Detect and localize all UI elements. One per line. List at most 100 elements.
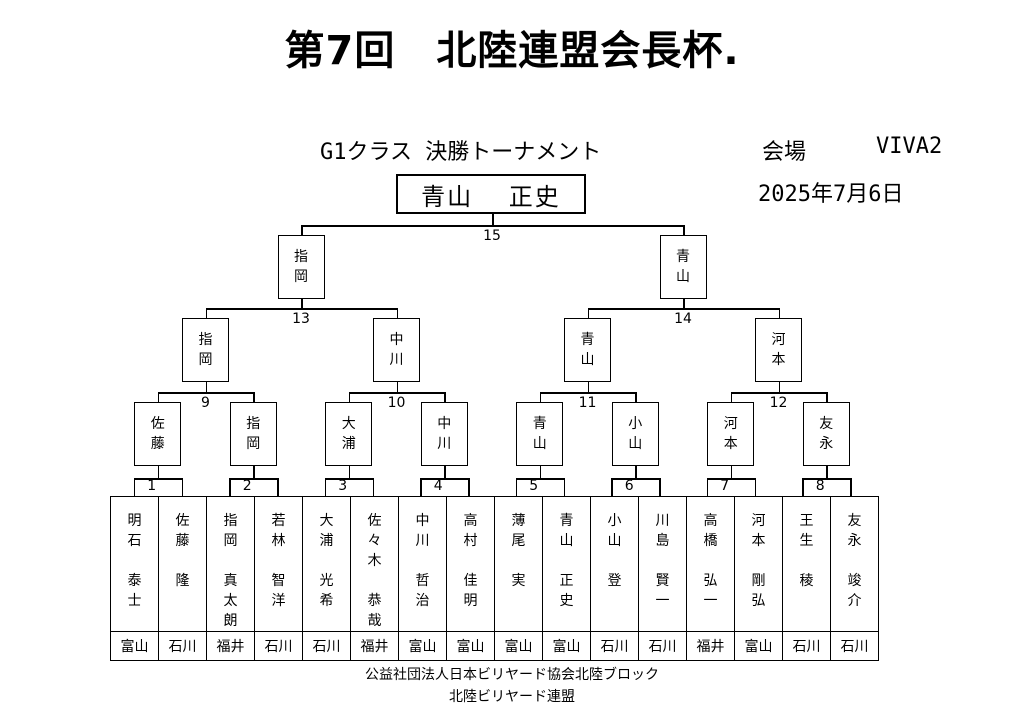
name-char: 石 bbox=[127, 533, 142, 549]
name-char: 小 bbox=[628, 416, 643, 432]
name-char: 藤 bbox=[150, 436, 165, 452]
player-name: 佐々木 恭哉 bbox=[351, 497, 398, 631]
name-char: 中 bbox=[415, 513, 430, 529]
player-cell: 高橋 弘一 bbox=[686, 496, 735, 632]
name-char: 希 bbox=[319, 593, 334, 609]
name-char: 薄 bbox=[511, 513, 526, 529]
bracket-line bbox=[396, 308, 398, 318]
bracket-line bbox=[539, 466, 542, 478]
match-number: 3 bbox=[338, 478, 348, 494]
finalist-box-right: 青山 bbox=[659, 235, 707, 299]
player-name: 高村 佳明 bbox=[447, 497, 494, 611]
bracket-line bbox=[181, 478, 184, 496]
name-char: 永 bbox=[847, 533, 862, 549]
bracket-line bbox=[372, 478, 375, 496]
name-char: 川 bbox=[655, 513, 670, 529]
name-char: 々 bbox=[367, 533, 382, 549]
player-cell: 中川 哲治 bbox=[398, 496, 447, 632]
player-name: 指岡 真太朗 bbox=[207, 497, 254, 631]
name-char: 一 bbox=[655, 593, 670, 609]
bracket-line bbox=[730, 466, 733, 478]
name-char: 岡 bbox=[294, 269, 308, 285]
bracket-line bbox=[133, 478, 136, 496]
name-gap bbox=[756, 551, 760, 571]
name-char: 河 bbox=[723, 416, 738, 432]
bracket-line bbox=[730, 392, 733, 402]
bracket-line bbox=[754, 478, 757, 496]
player-name: 王生 稜 bbox=[783, 497, 830, 591]
name-char: 恭 bbox=[367, 593, 382, 609]
bracket-line bbox=[348, 466, 351, 478]
bracket-line bbox=[301, 225, 685, 227]
name-char: 小 bbox=[607, 513, 622, 529]
bracket-line bbox=[253, 466, 255, 478]
player-pref: 福井 bbox=[350, 631, 399, 661]
name-gap bbox=[372, 571, 376, 591]
name-char: 高 bbox=[463, 513, 478, 529]
player-cell: 薄尾 実 bbox=[494, 496, 543, 632]
name-char: 浦 bbox=[319, 533, 334, 549]
bracket-line bbox=[229, 478, 279, 480]
bracket-line bbox=[444, 466, 446, 478]
bracket-line bbox=[492, 214, 494, 225]
bracket-line bbox=[683, 298, 685, 308]
name-char: 高 bbox=[703, 513, 718, 529]
match-number: 9 bbox=[201, 395, 210, 411]
player-name: 高橋 弘一 bbox=[687, 497, 734, 611]
player-cell: 高村 佳明 bbox=[446, 496, 495, 632]
match-number: 6 bbox=[624, 478, 634, 494]
name-char: 青 bbox=[532, 416, 547, 432]
quarterfinalist-box: 青山 bbox=[516, 402, 564, 466]
name-char: 青 bbox=[559, 513, 574, 529]
bracket-line bbox=[683, 225, 685, 235]
name-char: 指 bbox=[294, 249, 308, 265]
player-pref: 富山 bbox=[734, 631, 783, 661]
name-char: 指 bbox=[223, 513, 238, 529]
name-char: 中 bbox=[389, 332, 404, 348]
bracket-line bbox=[587, 382, 589, 392]
name-char: 河 bbox=[751, 513, 766, 529]
name-char: 佐 bbox=[367, 513, 382, 529]
player-cell: 友永 竣介 bbox=[830, 496, 879, 632]
bracket-line bbox=[515, 478, 518, 496]
name-char: 青 bbox=[580, 332, 595, 348]
name-char: 光 bbox=[319, 573, 334, 589]
bracket-line bbox=[157, 466, 160, 478]
name-char: 正 bbox=[559, 573, 574, 589]
name-char: 永 bbox=[819, 436, 834, 452]
match-number: 14 bbox=[674, 311, 692, 327]
event-date: 2025年7月6日 bbox=[758, 182, 904, 207]
name-char: 青 bbox=[676, 249, 690, 265]
name-char: 太 bbox=[223, 593, 238, 609]
venue-label: 会場 bbox=[762, 140, 807, 165]
bracket-line bbox=[324, 478, 375, 480]
bracket-line bbox=[635, 466, 637, 478]
name-char: 佐 bbox=[175, 513, 190, 529]
name-char: 真 bbox=[223, 573, 238, 589]
player-cell: 大浦 光希 bbox=[302, 496, 351, 632]
name-gap bbox=[228, 551, 232, 571]
name-char: 王 bbox=[799, 513, 814, 529]
quarterfinalist-box: 小山 bbox=[611, 402, 659, 466]
match-number: 1 bbox=[147, 478, 157, 494]
player-cell: 佐々木 恭哉 bbox=[350, 496, 399, 632]
bracket-line bbox=[635, 392, 637, 402]
name-char: 中 bbox=[437, 416, 452, 432]
name-char: 佳 bbox=[463, 573, 478, 589]
player-cell: 佐藤 隆 bbox=[158, 496, 207, 632]
name-char: 隆 bbox=[175, 573, 190, 589]
bracket-line bbox=[468, 478, 470, 496]
match-number: 4 bbox=[433, 478, 443, 494]
footer-organization: 公益社団法人日本ビリヤード協会北陸ブロック bbox=[365, 667, 659, 683]
name-char: 河 bbox=[771, 332, 786, 348]
player-pref: 石川 bbox=[302, 631, 351, 661]
bracket-line bbox=[826, 466, 828, 478]
name-char: 尾 bbox=[511, 533, 526, 549]
player-pref: 石川 bbox=[782, 631, 831, 661]
bracket-line bbox=[348, 392, 351, 402]
name-char: 山 bbox=[532, 436, 547, 452]
player-pref-row: 富山石川福井石川石川福井富山富山富山富山石川石川福井富山石川石川 bbox=[110, 631, 879, 661]
name-char: 佐 bbox=[150, 416, 165, 432]
player-cell: 王生 稜 bbox=[782, 496, 831, 632]
match-number: 8 bbox=[815, 478, 825, 494]
